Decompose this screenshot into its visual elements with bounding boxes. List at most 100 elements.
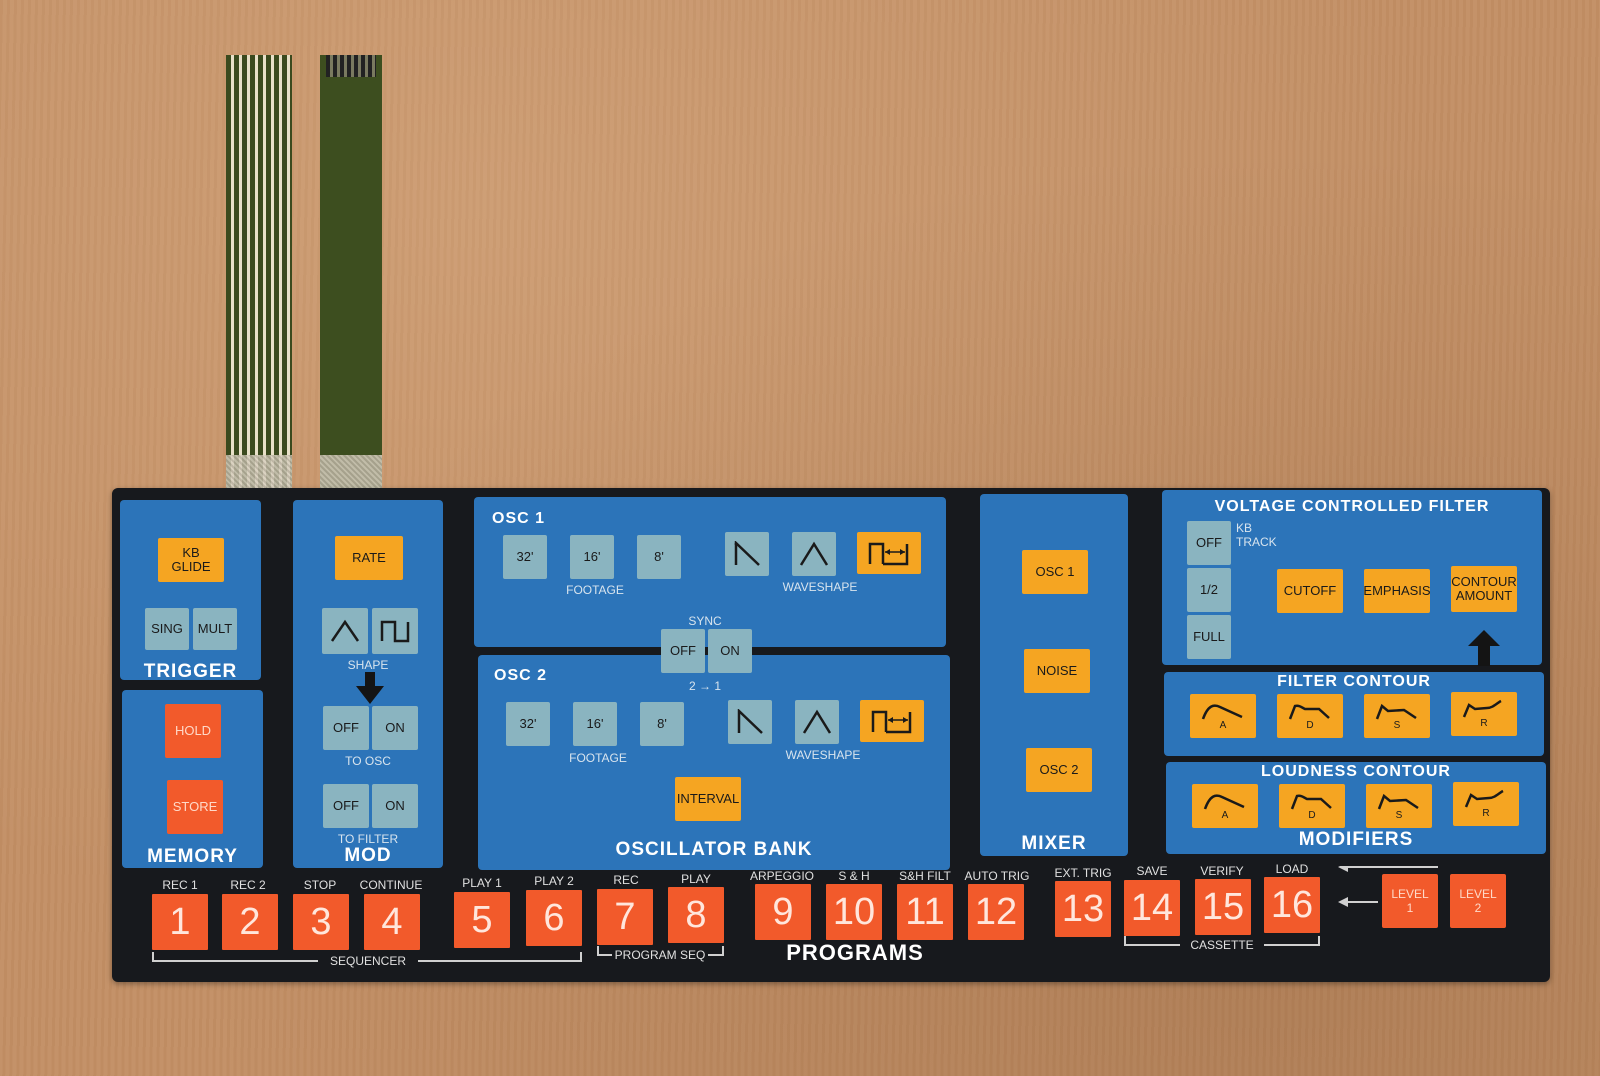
- program-label-4: CONTINUE: [359, 878, 423, 892]
- program-label-14: SAVE: [1136, 864, 1168, 878]
- sequencer-label: SEQUENCER: [318, 954, 418, 968]
- program-key-15[interactable]: 15: [1195, 879, 1251, 935]
- square-shape-button[interactable]: [372, 608, 418, 654]
- filter-attack-button[interactable]: A: [1190, 694, 1256, 738]
- kb-track-label: KB TRACK: [1236, 521, 1277, 549]
- osc1-16-button[interactable]: 16': [570, 535, 614, 579]
- program-key-14[interactable]: 14: [1124, 880, 1180, 936]
- osc2-pulse-button[interactable]: [860, 700, 924, 742]
- program-label-11: S&H FILT: [899, 869, 951, 883]
- filter-decay-button[interactable]: D: [1277, 694, 1343, 738]
- osc2-16-button[interactable]: 16': [573, 702, 617, 746]
- osc1-tri-button[interactable]: [792, 532, 836, 576]
- to-osc-off-button[interactable]: OFF: [323, 706, 369, 750]
- sync-on-button[interactable]: ON: [708, 629, 752, 673]
- to-osc-on-button[interactable]: ON: [372, 706, 418, 750]
- osc1-triangle-button[interactable]: [725, 532, 769, 576]
- program-key-11[interactable]: 11: [897, 884, 953, 940]
- mixer-osc2-button[interactable]: OSC 2: [1026, 748, 1092, 792]
- kb-track-off-button[interactable]: OFF: [1187, 521, 1231, 565]
- rate-button[interactable]: RATE: [335, 536, 403, 580]
- sing-button[interactable]: SING: [145, 608, 189, 650]
- osc2-footage-label: FOOTAGE: [569, 751, 627, 765]
- sync-label: SYNC: [688, 614, 722, 628]
- loudness-sustain-button[interactable]: S: [1366, 784, 1432, 828]
- program-key-10[interactable]: 10: [826, 884, 882, 940]
- loudness-release-button[interactable]: R: [1453, 782, 1519, 826]
- loudness-decay-button[interactable]: D: [1279, 784, 1345, 828]
- osc2-waveshape-label: WAVESHAPE: [785, 748, 861, 762]
- filter-sustain-button[interactable]: S: [1364, 694, 1430, 738]
- program-key-12[interactable]: 12: [968, 884, 1024, 940]
- program-label-6: PLAY 2: [534, 874, 574, 888]
- hold-button[interactable]: HOLD: [165, 704, 221, 758]
- mult-button[interactable]: MULT: [193, 608, 237, 650]
- level-arrows-icon: [1338, 866, 1438, 916]
- store-button[interactable]: STORE: [167, 780, 223, 834]
- program-key-13[interactable]: 13: [1055, 881, 1111, 937]
- to-osc-label: TO OSC: [345, 754, 391, 768]
- filter-release-button[interactable]: R: [1451, 692, 1517, 736]
- sustain-envelope-icon: [1377, 793, 1419, 810]
- osc1-title: OSC 1: [492, 510, 546, 527]
- program-label-1: REC 1: [162, 878, 198, 892]
- attack-envelope-icon: [1201, 704, 1243, 720]
- program-label-12: AUTO TRIG: [964, 869, 1030, 883]
- program-key-6[interactable]: 6: [526, 890, 582, 946]
- to-filter-on-button[interactable]: ON: [372, 784, 418, 828]
- program-key-4[interactable]: 4: [364, 894, 420, 950]
- program-label-13: EXT. TRIG: [1054, 866, 1112, 880]
- program-label-8: PLAY: [681, 872, 711, 886]
- decay-envelope-icon: [1290, 794, 1332, 810]
- program-key-2[interactable]: 2: [222, 894, 278, 950]
- program-key-1[interactable]: 1: [152, 894, 208, 950]
- program-key-5[interactable]: 5: [454, 892, 510, 948]
- program-label-15: VERIFY: [1200, 864, 1244, 878]
- down-arrow-icon: [356, 672, 384, 704]
- emphasis-button[interactable]: EMPHASIS: [1363, 569, 1431, 613]
- square-wave-icon: [380, 620, 410, 643]
- trigger-title: TRIGGER: [143, 661, 238, 682]
- mod-title: MOD: [344, 845, 392, 866]
- interval-button[interactable]: INTERVAL: [675, 777, 741, 821]
- loudness-attack-button[interactable]: A: [1192, 784, 1258, 828]
- osc2-8-button[interactable]: 8': [640, 702, 684, 746]
- osc1-8-button[interactable]: 8': [637, 535, 681, 579]
- sync-off-button[interactable]: OFF: [661, 629, 705, 673]
- trigger-section: [120, 500, 261, 680]
- contour-amount-button[interactable]: CONTOUR AMOUNT: [1451, 566, 1517, 612]
- program-key-3[interactable]: 3: [293, 894, 349, 950]
- program-label-9: ARPEGGIO: [749, 869, 814, 883]
- mixer-noise-button[interactable]: NOISE: [1024, 649, 1090, 693]
- kb-track-half-button[interactable]: 1/2: [1187, 568, 1231, 612]
- triangle-icon: [802, 709, 832, 734]
- release-envelope-icon: [1462, 699, 1502, 718]
- triangle-shape-button[interactable]: [322, 608, 368, 654]
- osc2-ramp-button[interactable]: [728, 700, 772, 744]
- program-key-8[interactable]: 8: [668, 887, 724, 943]
- loudness-contour-title: LOUDNESS CONTOUR: [1261, 763, 1451, 780]
- osc2-title: OSC 2: [494, 667, 548, 684]
- level-1-button[interactable]: LEVEL 1: [1382, 874, 1438, 928]
- program-label-5: PLAY 1: [462, 876, 502, 890]
- osc2-tri-button[interactable]: [795, 700, 839, 744]
- kb-glide-button[interactable]: KB GLIDE: [158, 538, 224, 582]
- triangle-wave-icon: [734, 541, 760, 566]
- program-label-16: LOAD: [1275, 862, 1309, 876]
- program-key-9[interactable]: 9: [755, 884, 811, 940]
- shape-label: SHAPE: [347, 658, 389, 672]
- program-key-7[interactable]: 7: [597, 889, 653, 945]
- osc1-pulse-button[interactable]: [857, 532, 921, 574]
- osc1-32-button[interactable]: 32': [503, 535, 547, 579]
- level-2-button[interactable]: LEVEL 2: [1450, 874, 1506, 928]
- to-filter-off-button[interactable]: OFF: [323, 784, 369, 828]
- kb-track-full-button[interactable]: FULL: [1187, 615, 1231, 659]
- modifiers-title: MODIFIERS: [1298, 829, 1414, 850]
- sync-direction-label: 2 → 1: [688, 679, 721, 693]
- cutoff-button[interactable]: CUTOFF: [1277, 569, 1343, 613]
- program-key-16[interactable]: 16: [1264, 877, 1320, 933]
- mixer-osc1-button[interactable]: OSC 1: [1022, 550, 1088, 594]
- osc2-32-button[interactable]: 32': [506, 702, 550, 746]
- osc1-footage-label: FOOTAGE: [566, 583, 624, 597]
- pulse-wave-icon: [868, 542, 909, 566]
